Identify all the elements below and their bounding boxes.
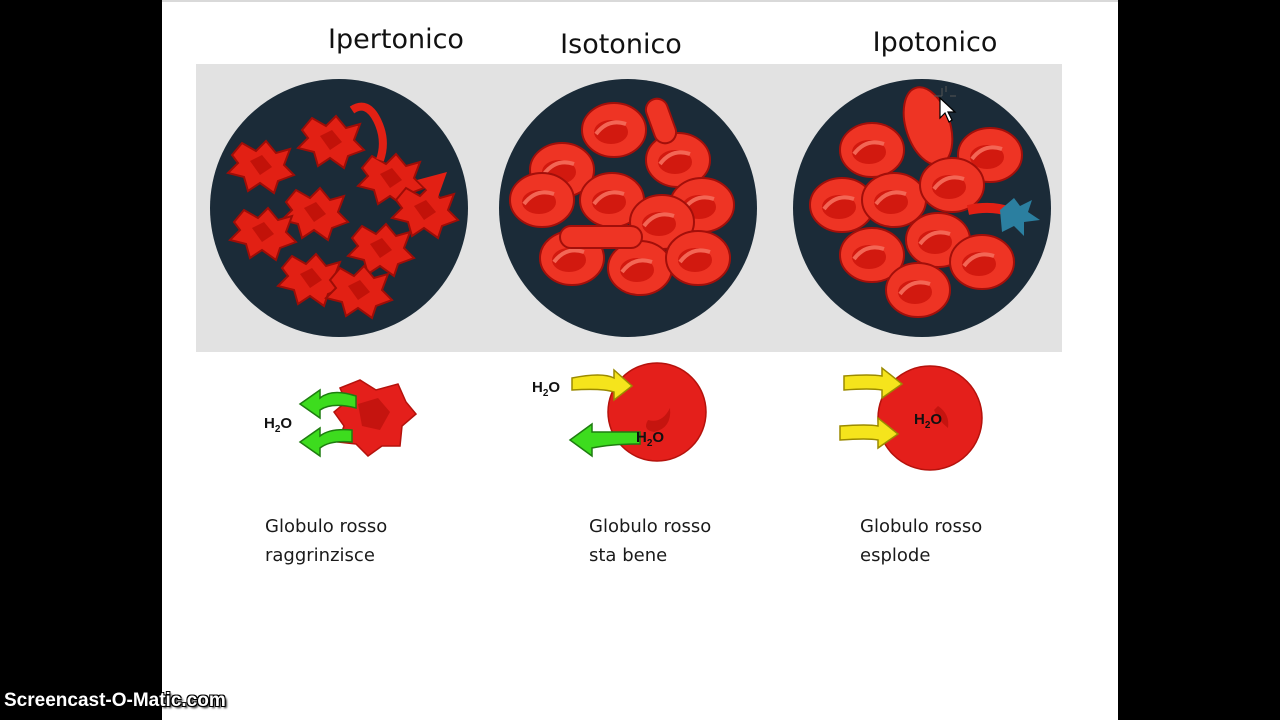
- slide: Ipertonico Isotonico Ipotonico: [162, 0, 1118, 720]
- caption-ipertonico-line2: raggrinzisce: [265, 545, 375, 566]
- title-isotonico: Isotonico: [560, 29, 682, 60]
- caption-ipertonico-line1: Globulo rosso: [265, 516, 388, 537]
- arrow-out-isotonico: [568, 422, 641, 458]
- h2o-label-isotonico-out: H2O: [636, 429, 664, 449]
- caption-isotonico-line1: Globulo rosso: [589, 516, 712, 537]
- caption-isotonico: Globulo rosso sta bene: [589, 512, 711, 570]
- cell-ipertonico: [332, 379, 418, 457]
- arrow-out-top: [298, 388, 357, 420]
- cursor-icon: [934, 86, 957, 123]
- h2o-label-ipotonico: H2O: [914, 411, 942, 431]
- dish-isotonico: [499, 79, 757, 337]
- dish-ipertonico: [210, 79, 468, 337]
- slide-top-border: [162, 0, 1118, 2]
- title-ipertonico: Ipertonico: [328, 24, 464, 55]
- title-ipotonico: Ipotonico: [872, 27, 998, 58]
- caption-ipertonico: Globulo rosso raggrinzisce: [265, 512, 387, 570]
- watermark: Screencast-O-Matic.com: [4, 690, 226, 711]
- dish-ipotonico: [793, 79, 1051, 337]
- arrow-in-ipotonico-bottom: [839, 416, 900, 450]
- diagram-canvas: H2O H2O H2O H2O: [210, 79, 1051, 471]
- caption-ipotonico: Globulo rosso esplode: [860, 512, 982, 570]
- arrow-in-ipotonico-top: [843, 366, 904, 400]
- caption-ipotonico-line2: esplode: [860, 545, 931, 566]
- arrow-out-bottom: [298, 426, 353, 458]
- h2o-label-ipertonico: H2O: [264, 415, 292, 435]
- cell-ipotonico: [877, 365, 983, 471]
- caption-ipotonico-line1: Globulo rosso: [860, 516, 983, 537]
- caption-isotonico-line2: sta bene: [589, 545, 668, 566]
- h2o-label-isotonico-in: H2O: [532, 379, 560, 399]
- arrow-in-isotonico: [571, 368, 634, 402]
